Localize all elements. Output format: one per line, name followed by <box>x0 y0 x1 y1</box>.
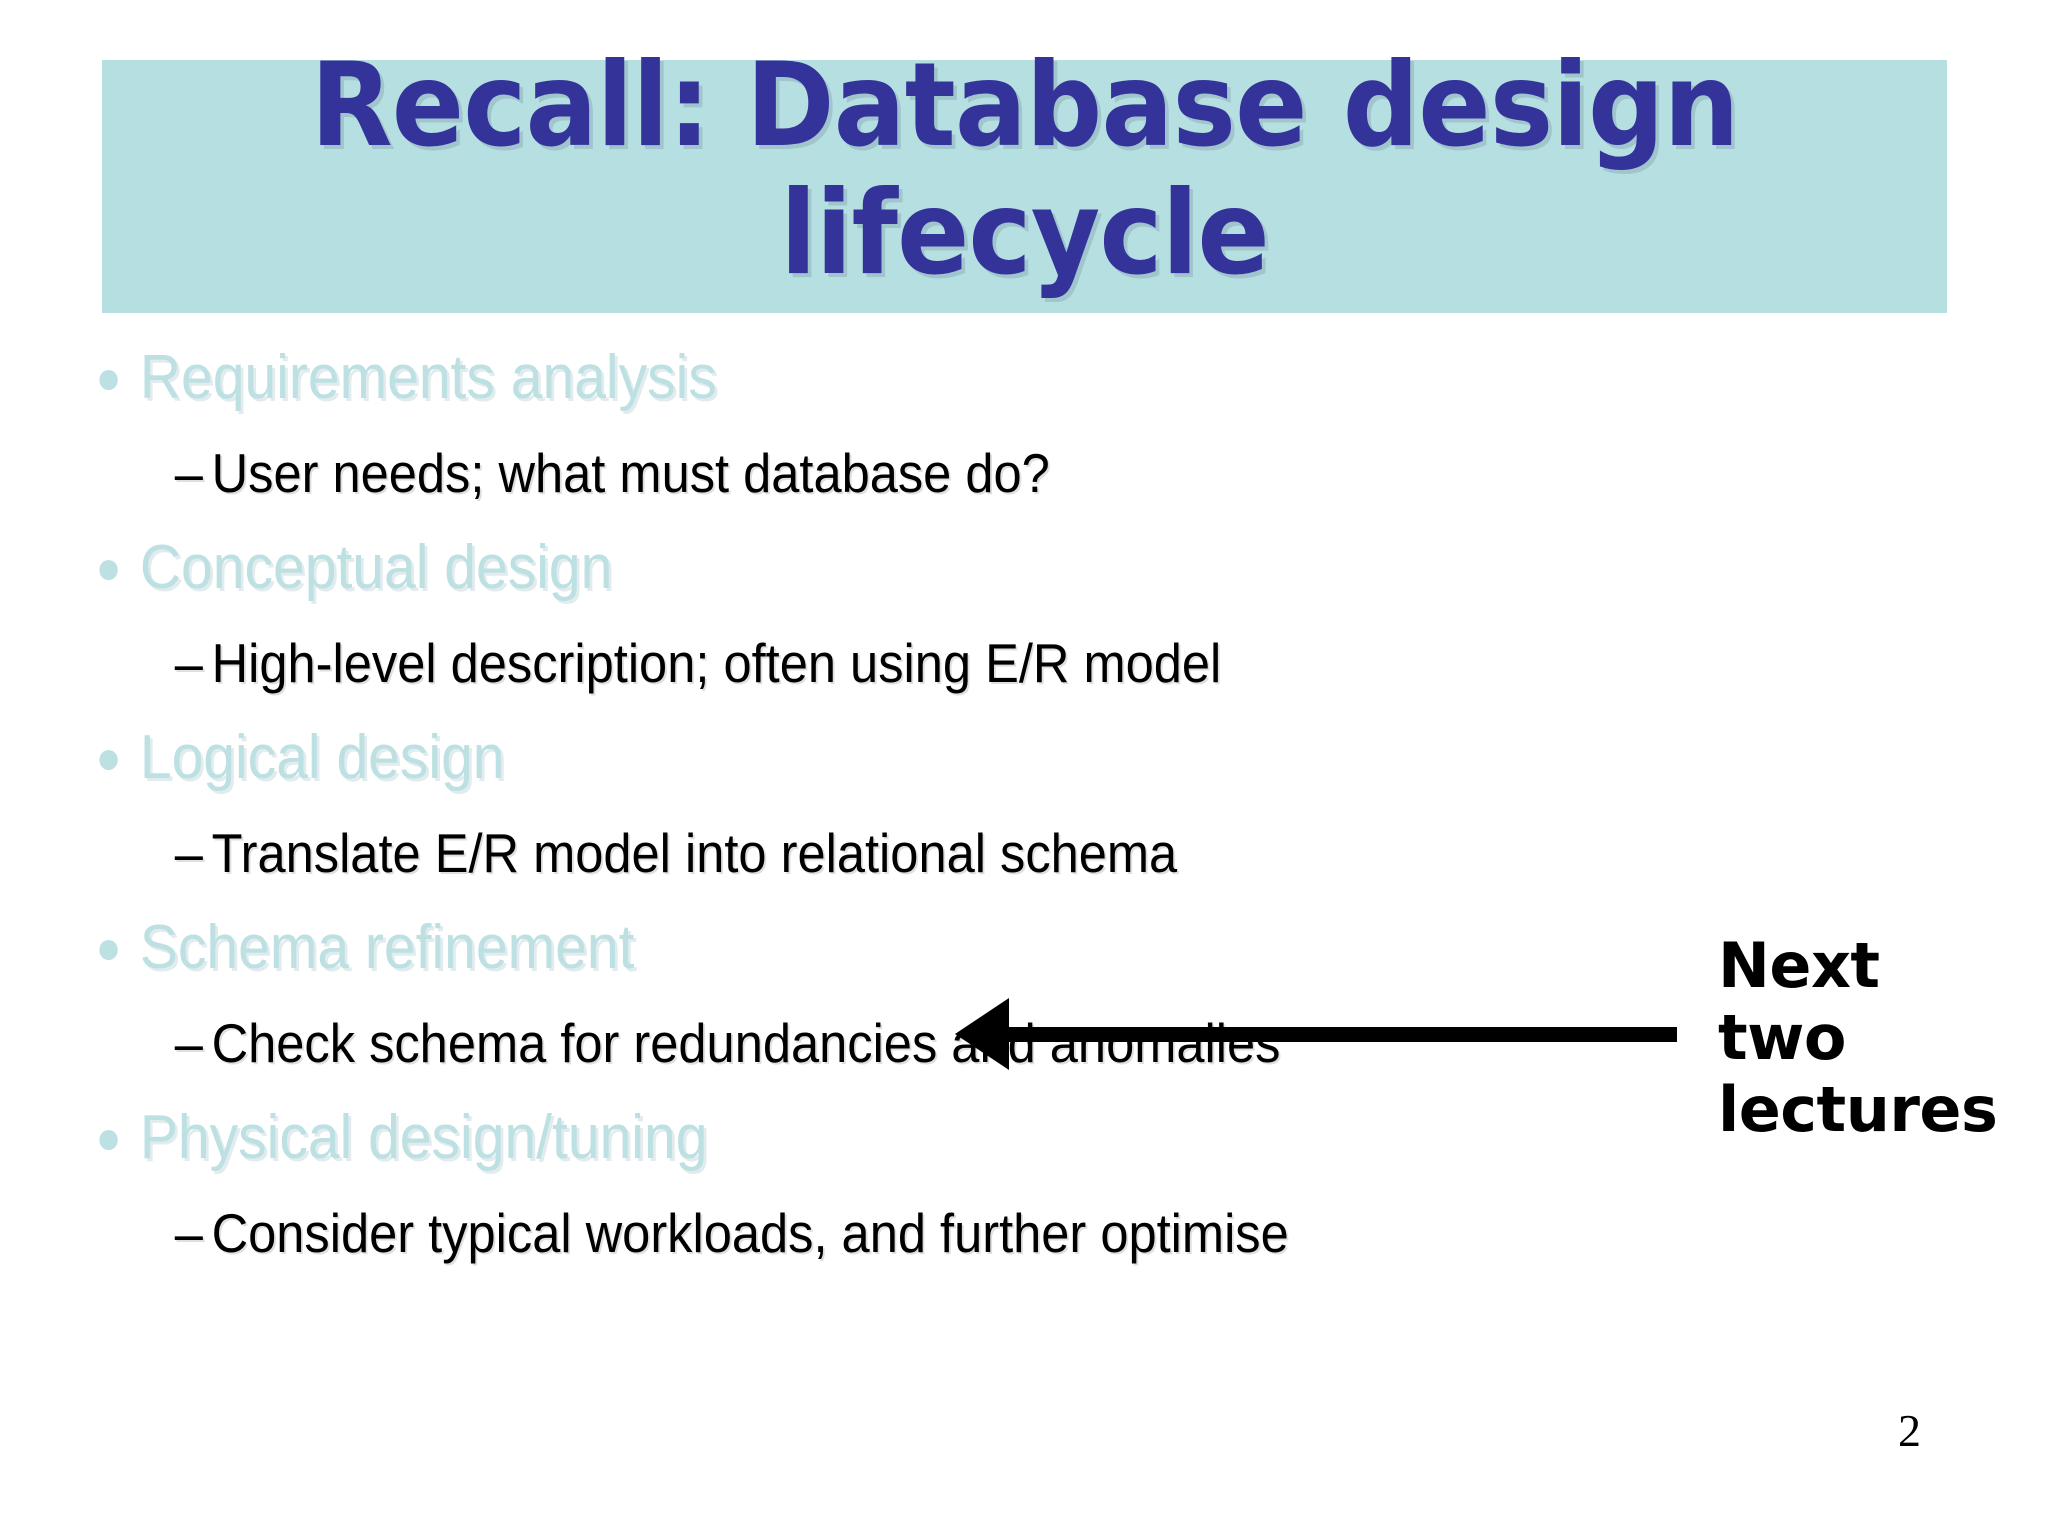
list-item-sublabel: High-level description; often using E/R … <box>211 632 1222 694</box>
arrow-head <box>955 998 1009 1070</box>
bullet-dot-icon <box>99 370 118 390</box>
bullet-dot-icon <box>99 1130 118 1150</box>
list-item-label: Schema refinement <box>139 913 635 982</box>
list-item-level1: Requirements analysis <box>0 330 1884 426</box>
bullet-dot-icon <box>99 750 118 770</box>
arrow-shaft <box>1007 1027 1677 1042</box>
list-item-sublabel: User needs; what must database do? <box>211 442 1050 504</box>
list-item-label: Conceptual design <box>139 533 613 602</box>
page-title: Recall: Database design lifecycle <box>310 38 1739 301</box>
list-item-level2: – Check schema for redundancies and anom… <box>0 996 1884 1090</box>
bullet-list: Requirements analysis – User needs; what… <box>0 330 2048 1280</box>
list-item-sublabel: Check schema for redundancies and anomal… <box>211 1012 1281 1074</box>
list-item-level2: – User needs; what must database do? <box>0 426 1884 520</box>
list-item-level1: Physical design/tuning <box>0 1090 1884 1186</box>
list-item-level1: Schema refinement <box>0 900 1884 996</box>
bullet-dot-icon <box>99 940 118 960</box>
bullet-dot-icon <box>99 560 118 580</box>
list-item-sublabel: Consider typical workloads, and further … <box>211 1202 1289 1264</box>
list-item-level2: – Translate E/R model into relational sc… <box>0 806 1884 900</box>
list-item-label: Requirements analysis <box>139 343 717 412</box>
list-item-sublabel: Translate E/R model into relational sche… <box>211 822 1178 884</box>
annotation-next-two-lectures: Next two lectures <box>1718 929 1998 1146</box>
dash-marker-icon: – <box>174 442 203 504</box>
dash-marker-icon: – <box>174 632 203 694</box>
list-item-label: Logical design <box>139 723 505 792</box>
dash-marker-icon: – <box>174 1012 203 1074</box>
title-banner <box>102 60 1947 313</box>
list-item-level2: – High-level description; often using E/… <box>0 616 1884 710</box>
left-arrow-icon <box>955 995 1677 1073</box>
dash-marker-icon: – <box>174 822 203 884</box>
list-item-level1: Logical design <box>0 710 1884 806</box>
page-number: 2 <box>1898 1405 1921 1456</box>
dash-marker-icon: – <box>174 1202 203 1264</box>
list-item-level1: Conceptual design <box>0 520 1884 616</box>
list-item-level2: – Consider typical workloads, and furthe… <box>0 1186 1884 1280</box>
list-item-label: Physical design/tuning <box>139 1103 708 1172</box>
